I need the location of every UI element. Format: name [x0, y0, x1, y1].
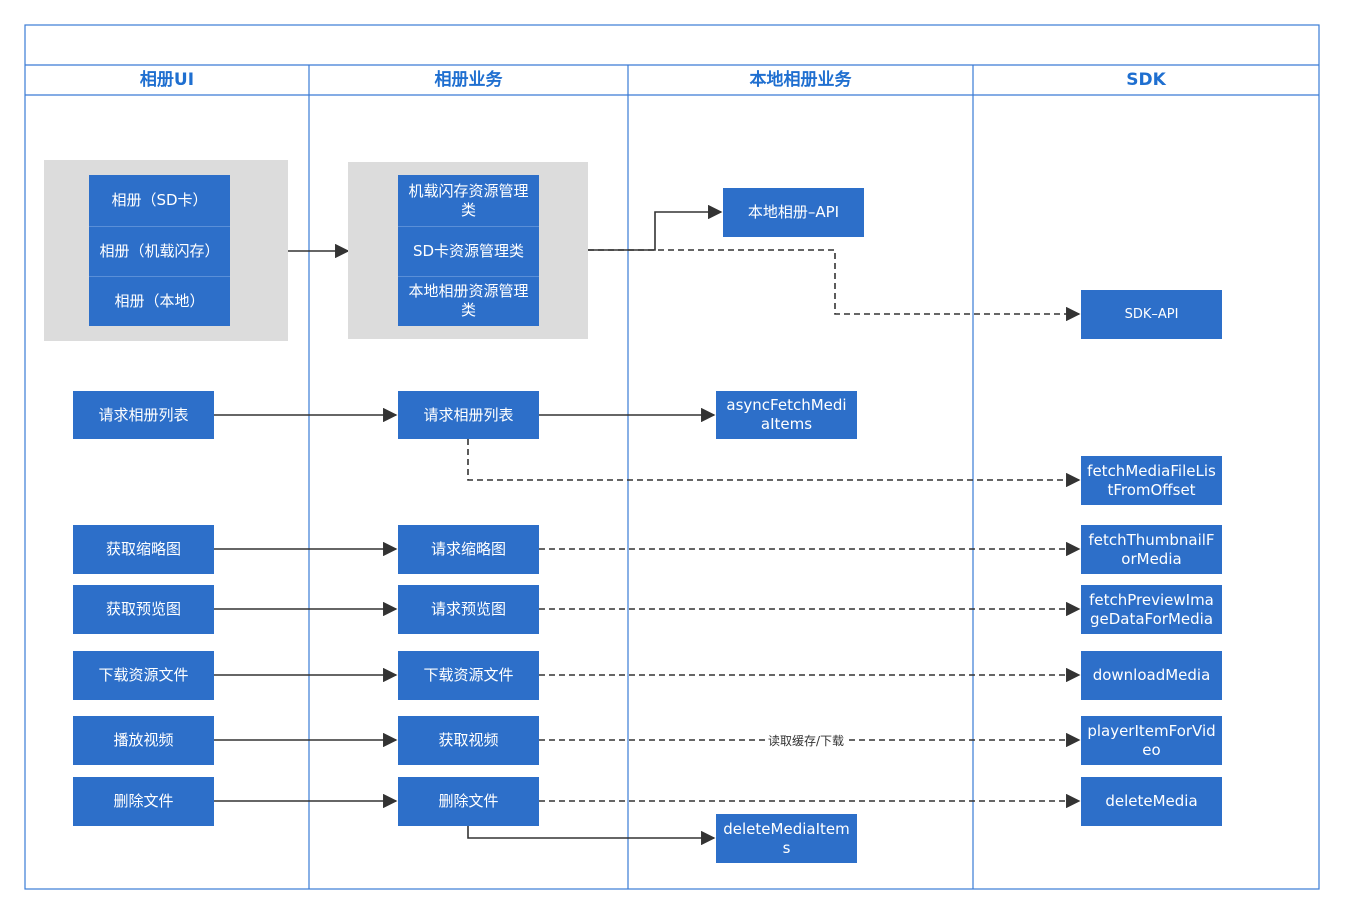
sdk-fetch-file-list-node: fetchMediaFileListFromOffset	[1081, 456, 1222, 505]
ui-download-node: 下载资源文件	[73, 651, 214, 700]
edge-managers-to-sdk-api	[588, 249, 1081, 322]
diagram-frame	[24, 24, 1320, 890]
lane-title-album-business: 相册业务	[434, 70, 503, 90]
local-async-fetch-node: asyncFetchMediaItems	[716, 391, 857, 439]
sd-resource-manager-node: SD卡资源管理类	[398, 226, 539, 276]
lane-title-album-ui: 相册UI	[139, 70, 195, 90]
lane-title-local-album-business: 本地相册业务	[749, 70, 852, 90]
edges-layer	[214, 204, 1081, 846]
biz-delete-node: 删除文件	[398, 777, 539, 826]
ui-play-video-node: 播放视频	[73, 716, 214, 765]
sdk-player-item-node: playerItemForVideo	[1081, 716, 1222, 765]
album-flash-node: 相册（机载闪存）	[89, 226, 230, 276]
local-delete-items-node: deleteMediaItems	[716, 814, 857, 863]
ui-get-preview-node: 获取预览图	[73, 585, 214, 634]
sdk-download-node: downloadMedia	[1081, 651, 1222, 700]
edge-biz-delete-to-local-delete	[467, 826, 716, 846]
business-stack-divider	[398, 276, 539, 277]
ui-delete-node: 删除文件	[73, 777, 214, 826]
album-local-node: 相册（本地）	[89, 276, 230, 326]
lane-title-sdk: SDK	[1126, 70, 1166, 90]
album-stack-divider	[89, 226, 230, 227]
biz-get-video-node: 获取视频	[398, 716, 539, 765]
ui-get-thumbnail-node: 获取缩略图	[73, 525, 214, 574]
album-stack-divider	[89, 276, 230, 277]
video-edge-label: 读取缓存/下载	[766, 734, 847, 748]
album-sd-card-node: 相册（SD卡）	[89, 175, 230, 226]
sdk-fetch-preview-node: fetchPreviewImageDataForMedia	[1081, 585, 1222, 634]
edge-managers-to-local-api	[588, 204, 723, 251]
flash-resource-manager-node: 机载闪存资源管理类	[398, 175, 539, 226]
biz-request-album-list-node: 请求相册列表	[398, 391, 539, 439]
local-resource-manager-node: 本地相册资源管理类	[398, 276, 539, 326]
biz-request-preview-node: 请求预览图	[398, 585, 539, 634]
sdk-api-node: SDK–API	[1081, 290, 1222, 339]
biz-download-node: 下载资源文件	[398, 651, 539, 700]
biz-request-thumbnail-node: 请求缩略图	[398, 525, 539, 574]
local-album-api-node: 本地相册–API	[723, 188, 864, 237]
sdk-fetch-thumbnail-node: fetchThumbnailForMedia	[1081, 525, 1222, 574]
edge-biz-list-to-sdk-file-list	[467, 439, 1081, 488]
sdk-delete-node: deleteMedia	[1081, 777, 1222, 826]
business-stack-divider	[398, 226, 539, 227]
ui-request-album-list-node: 请求相册列表	[73, 391, 214, 439]
